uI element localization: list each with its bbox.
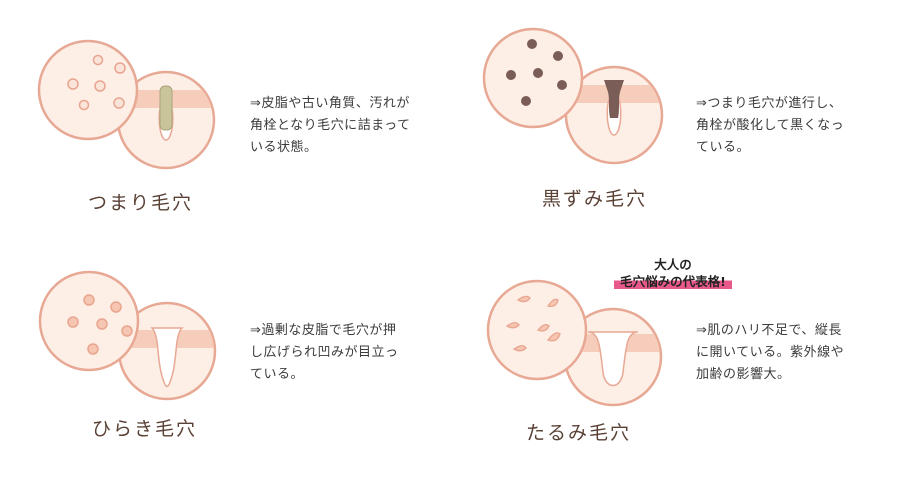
stretched-pore [587, 331, 639, 387]
blackhead-pore-illustration [482, 27, 664, 165]
skin-surface-circle [486, 279, 588, 381]
desc-kurozumi: ⇒つまり毛穴が進行し、 角栓が酸化して黒くなっ ている。 [696, 96, 845, 155]
title-tarumi: たるみ毛穴 [526, 422, 632, 444]
title-kurozumi: 黒ずみ毛穴 [542, 188, 648, 210]
badge-line1: 大人の [654, 257, 692, 272]
enlarged-pore-illustration [38, 270, 217, 401]
title-hiraki: ひらき毛穴 [92, 418, 198, 440]
sagging-pore-illustration [486, 279, 663, 407]
panel-tsumari: つまり毛穴 ⇒皮脂や古い角質、汚れが 角栓となり毛穴に詰まって いる状態。 [0, 0, 450, 250]
clogged-pore-illustration [37, 39, 216, 170]
open-pore [150, 327, 184, 388]
skin-surface-circle [37, 39, 139, 141]
oxidized-plug [604, 80, 624, 118]
keratin-plug [159, 85, 173, 131]
badge-line2: 毛穴悩みの代表格! [614, 273, 732, 290]
skin-surface-circle [38, 270, 140, 372]
panel-kurozumi: 黒ずみ毛穴 ⇒つまり毛穴が進行し、 角栓が酸化して黒くなっ ている。 [450, 0, 900, 250]
title-tsumari: つまり毛穴 [88, 192, 194, 214]
desc-tarumi: ⇒肌のハリ不足で、縦長 に開いている。紫外線や 加齢の影響大。 [696, 323, 845, 382]
desc-tsumari: ⇒皮脂や古い角質、汚れが 角栓となり毛穴に詰まって いる状態。 [250, 96, 411, 155]
panel-tarumi: たるみ毛穴 ⇒肌のハリ不足で、縦長 に開いている。紫外線や 加齢の影響大。 [450, 250, 900, 500]
desc-hiraki: ⇒過剰な皮脂で毛穴が押 し広げられ凹みが目立っ ている。 [250, 323, 399, 382]
representative-badge: 大人の 毛穴悩みの代表格! [598, 256, 748, 290]
panel-hiraki: ひらき毛穴 ⇒過剰な皮脂で毛穴が押 し広げられ凹みが目立っ ている。 [0, 250, 450, 500]
